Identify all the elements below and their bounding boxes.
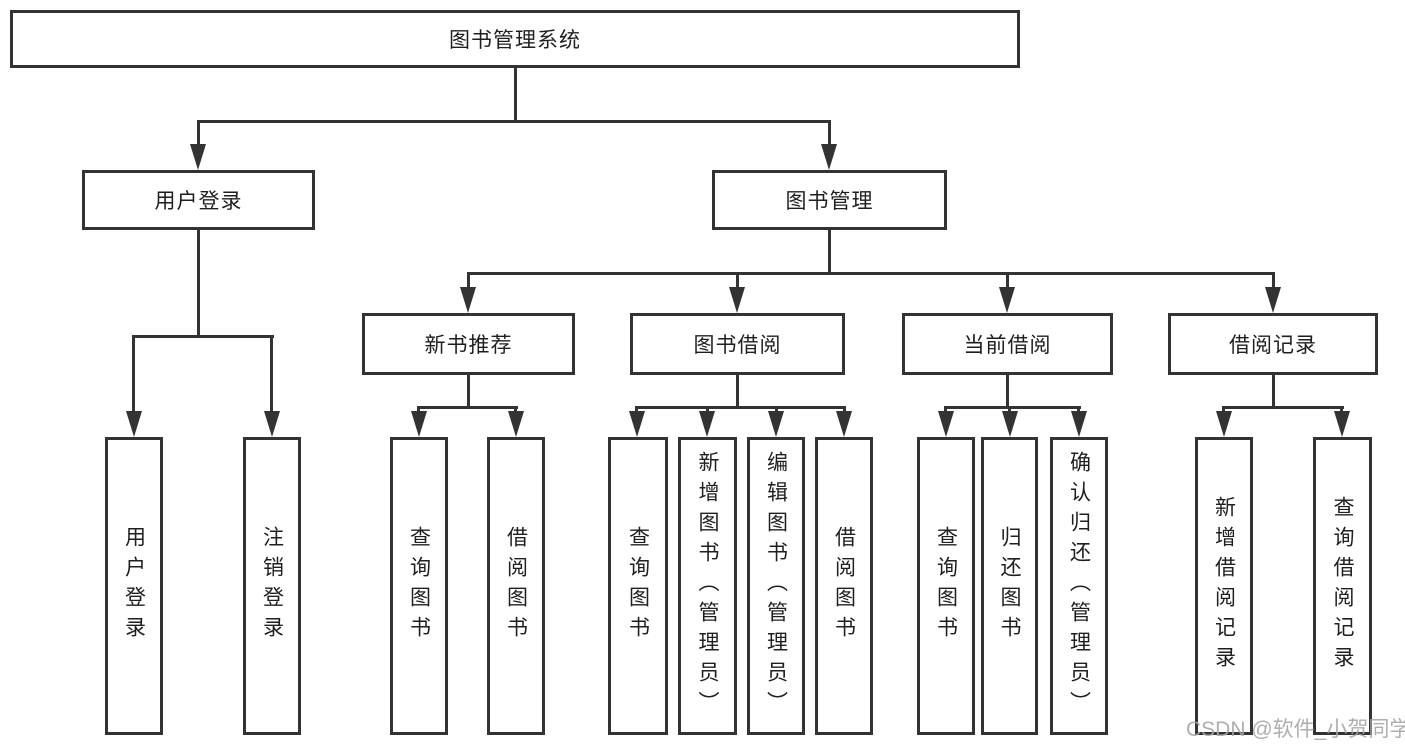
connector-line-v (417, 406, 420, 414)
connector-line-v (197, 120, 200, 146)
node-leaf-query-books-current-label: 查询图书 (934, 526, 958, 646)
node-leaf-borrow-books-recommend: 借阅图书 (487, 437, 545, 735)
arrow-down-icon (1334, 411, 1350, 437)
arrow-down-icon (699, 411, 715, 437)
node-leaf-confirm-return-admin: 确认归还（管理员） (1050, 437, 1108, 735)
connector-line-v (828, 230, 831, 275)
arrow-down-icon (938, 411, 954, 437)
arrow-down-icon (508, 411, 524, 437)
node-leaf-query-borrow-record-label: 查询借阅记录 (1331, 496, 1354, 676)
connector-line-v (843, 406, 846, 414)
node-book-borrow-label: 图书借阅 (693, 334, 782, 357)
arrow-down-icon (190, 144, 206, 170)
connector-line-v (944, 406, 947, 414)
arrow-down-icon (1002, 411, 1018, 437)
node-leaf-edit-book-admin-label: 编辑图书（管理员） (764, 451, 788, 721)
node-root-label: 图书管理系统 (449, 29, 581, 52)
arrow-down-icon (629, 411, 645, 437)
connector-line-h (944, 406, 1081, 409)
connector-line-v (706, 406, 709, 414)
connector-line-v (1272, 375, 1275, 409)
node-leaf-borrow-books: 借阅图书 (815, 437, 873, 735)
connector-line-v (828, 120, 831, 146)
node-book-management: 图书管理 (712, 170, 947, 230)
connector-line-h (198, 120, 831, 123)
node-leaf-query-books-borrow: 查询图书 (608, 437, 668, 735)
node-leaf-return-book: 归还图书 (981, 437, 1038, 735)
arrow-down-icon (836, 411, 852, 437)
node-leaf-query-books-borrow-label: 查询图书 (626, 526, 650, 646)
node-leaf-query-books-recommend: 查询图书 (390, 437, 448, 735)
node-new-book-recommend: 新书推荐 (362, 313, 575, 375)
node-leaf-logout: 注销登录 (243, 437, 301, 735)
arrow-down-icon (411, 411, 427, 437)
arrow-down-icon (821, 144, 837, 170)
connector-line-v (1340, 406, 1343, 414)
csdn-watermark: CSDN @软件_小贺同学 (1186, 718, 1405, 741)
connector-line-v (514, 68, 517, 123)
connector-line-v (467, 272, 470, 289)
connector-line-v (270, 335, 273, 413)
arrow-down-icon (1071, 411, 1087, 437)
node-leaf-add-book-admin: 新增图书（管理员） (678, 437, 737, 735)
connector-line-h (635, 406, 846, 409)
node-leaf-add-borrow-record: 新增借阅记录 (1195, 437, 1253, 735)
arrow-down-icon (768, 411, 784, 437)
connector-line-h (1222, 406, 1344, 409)
arrow-down-icon (729, 287, 745, 313)
connector-line-h (417, 406, 518, 409)
node-new-book-recommend-label: 新书推荐 (424, 334, 513, 357)
connector-line-v (1077, 406, 1080, 414)
connector-line-h (467, 272, 1275, 275)
connector-line-v (132, 335, 135, 413)
node-borrow-records: 借阅记录 (1168, 313, 1378, 375)
node-leaf-query-books-recommend-label: 查询图书 (407, 526, 431, 646)
arrow-down-icon (126, 411, 142, 437)
arrow-down-icon (999, 287, 1015, 313)
connector-line-v (467, 375, 470, 409)
node-user-login: 用户登录 (82, 170, 315, 230)
connector-line-v (736, 375, 739, 409)
node-leaf-add-book-admin-label: 新增图书（管理员） (696, 451, 719, 721)
node-leaf-borrow-books-label: 借阅图书 (832, 526, 856, 646)
connector-line-v (1222, 406, 1225, 414)
connector-line-v (775, 406, 778, 414)
node-leaf-edit-book-admin: 编辑图书（管理员） (747, 437, 805, 735)
connector-line-v (1006, 272, 1009, 289)
arrow-down-icon (1265, 287, 1281, 313)
connector-line-h (132, 335, 274, 338)
node-leaf-borrow-books-recommend-label: 借阅图书 (504, 526, 528, 646)
node-leaf-confirm-return-admin-label: 确认归还（管理员） (1067, 451, 1091, 721)
connector-line-v (197, 230, 200, 338)
node-leaf-query-books-current: 查询图书 (917, 437, 975, 735)
connector-line-v (1006, 375, 1009, 409)
node-leaf-query-borrow-record: 查询借阅记录 (1313, 437, 1372, 735)
arrow-down-icon (1216, 411, 1232, 437)
node-leaf-user-login-label: 用户登录 (122, 526, 146, 646)
node-leaf-return-book-label: 归还图书 (998, 526, 1021, 646)
node-current-borrow: 当前借阅 (902, 313, 1113, 375)
node-leaf-add-borrow-record-label: 新增借阅记录 (1212, 496, 1236, 676)
connector-line-v (736, 272, 739, 289)
arrow-down-icon (264, 411, 280, 437)
node-leaf-user-login: 用户登录 (105, 437, 163, 735)
arrow-down-icon (460, 287, 476, 313)
node-leaf-logout-label: 注销登录 (260, 526, 284, 646)
node-book-management-label: 图书管理 (785, 190, 874, 213)
connector-line-v (635, 406, 638, 414)
node-current-borrow-label: 当前借阅 (963, 334, 1052, 357)
connector-line-v (514, 406, 517, 414)
node-borrow-records-label: 借阅记录 (1229, 334, 1317, 357)
connector-line-v (1008, 406, 1011, 414)
connector-line-v (1272, 272, 1275, 289)
node-book-borrow: 图书借阅 (630, 313, 845, 375)
node-root-system: 图书管理系统 (10, 10, 1020, 68)
node-user-login-label: 用户登录 (154, 190, 243, 213)
